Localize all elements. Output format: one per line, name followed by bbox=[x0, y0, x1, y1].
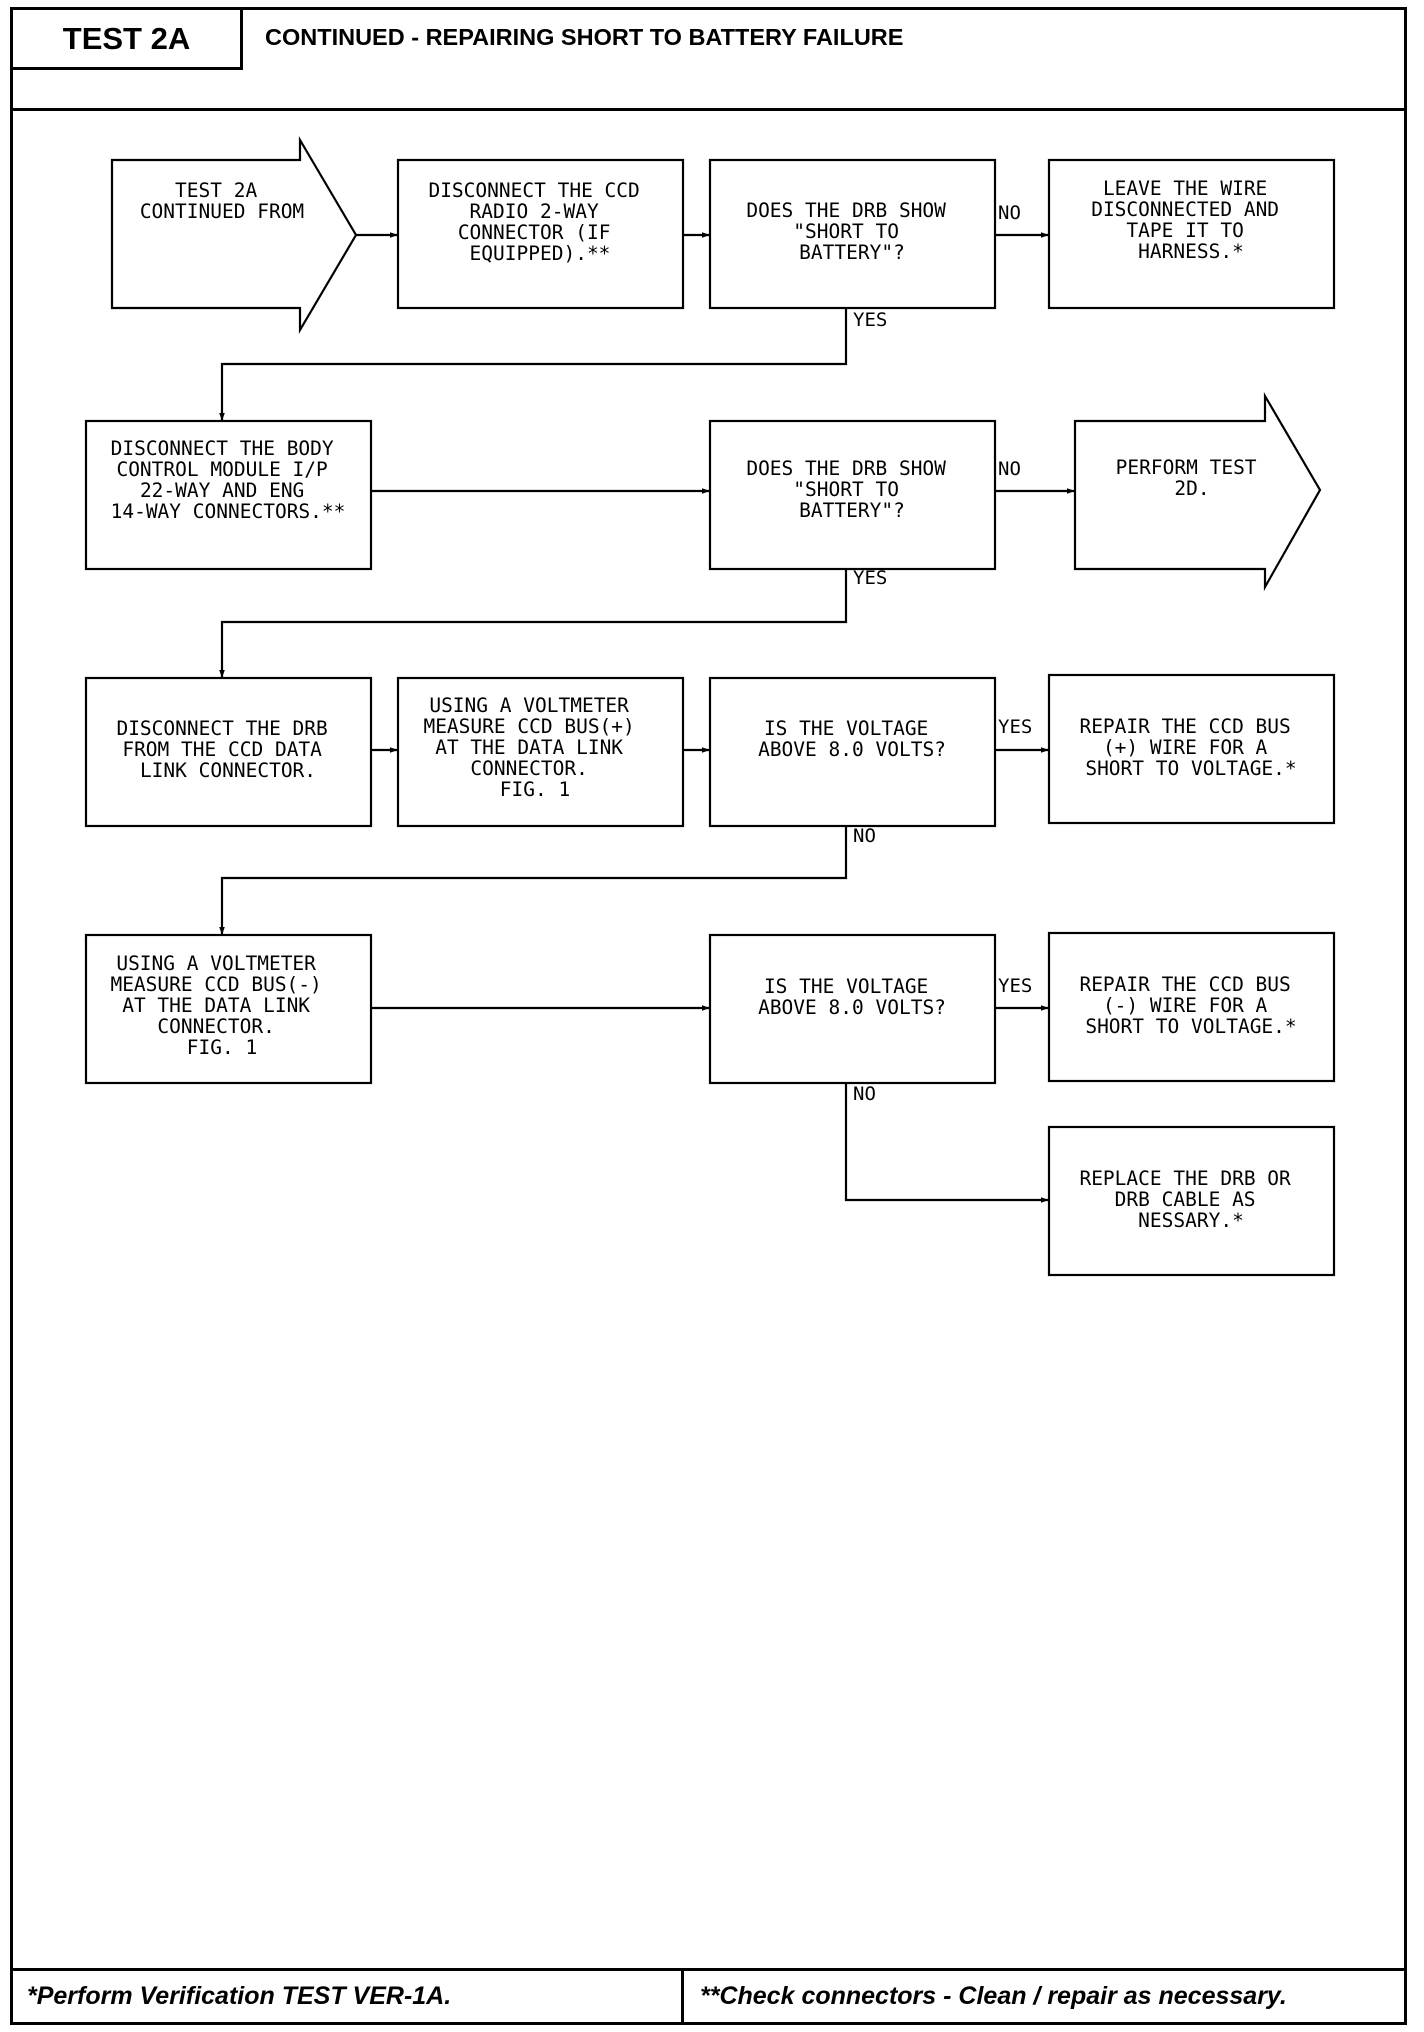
voltage2-yes-label: YES bbox=[998, 975, 1032, 997]
repair-plus-box bbox=[1047, 673, 1336, 825]
repair-minus-text: REPAIR THE CCD BUS (-) WIRE FOR A SHORT … bbox=[1079, 973, 1302, 1038]
drb-short-1-box bbox=[708, 158, 997, 310]
footer-verification-note: *Perform Verification TEST VER-1A. bbox=[13, 1971, 684, 2022]
drb-short-1-text: DOES THE DRB SHOW "SHORT TO BATTERY"? bbox=[746, 199, 957, 264]
disconnect-radio-text: DISCONNECT THE CCD RADIO 2-WAY CONNECTOR… bbox=[428, 179, 651, 265]
leave-wire-text: LEAVE THE WIRE DISCONNECTED AND TAPE IT … bbox=[1091, 177, 1291, 263]
arrow-voltage1-no bbox=[219, 826, 848, 935]
disconnect-drb-text: DISCONNECT THE DRB FROM THE CCD DATA LIN… bbox=[116, 717, 339, 782]
drb1-yes-label: YES bbox=[853, 309, 887, 331]
arrow-drb1-yes bbox=[219, 308, 848, 421]
disconnect-bcm-text: DISCONNECT THE BODY CONTROL MODULE I/P 2… bbox=[111, 437, 346, 523]
measure-minus-text: USING A VOLTMETER MEASURE CCD BUS(-) AT … bbox=[110, 952, 333, 1059]
arrow-drb2-yes bbox=[219, 569, 848, 678]
arrow-voltage2-no bbox=[844, 1083, 1049, 1203]
perform-2d-text: PERFORM TEST 2D. bbox=[1116, 456, 1269, 500]
replace-drb-text: REPLACE THE DRB OR DRB CABLE AS NESSARY.… bbox=[1079, 1167, 1302, 1232]
voltage2-no-label: NO bbox=[853, 1083, 876, 1105]
measure-plus-text: USING A VOLTMETER MEASURE CCD BUS(+) AT … bbox=[423, 694, 646, 801]
disconnect-drb-box bbox=[84, 676, 373, 828]
repair-plus-text: REPAIR THE CCD BUS (+) WIRE FOR A SHORT … bbox=[1079, 715, 1302, 780]
page-title: CONTINUED - REPAIRING SHORT TO BATTERY F… bbox=[265, 24, 904, 50]
measure-plus-box bbox=[396, 676, 685, 828]
voltage-2-text: IS THE VOLTAGE ABOVE 8.0 VOLTS? bbox=[758, 975, 946, 1019]
continued-from-text: TEST 2A CONTINUED FROM bbox=[140, 179, 304, 223]
drb2-yes-label: YES bbox=[853, 567, 887, 589]
voltage-1-box bbox=[708, 676, 997, 828]
footer-bar: *Perform Verification TEST VER-1A. **Che… bbox=[13, 1968, 1404, 2022]
page-frame: TEST 2A CONTINUED - REPAIRING SHORT TO B… bbox=[10, 7, 1407, 2025]
measure-minus-box bbox=[84, 933, 373, 1085]
leave-wire-box bbox=[1047, 158, 1336, 310]
disconnect-bcm-box bbox=[84, 419, 373, 571]
voltage-1-text: IS THE VOLTAGE ABOVE 8.0 VOLTS? bbox=[758, 717, 946, 761]
footer-connector-note: **Check connectors - Clean / repair as n… bbox=[700, 1982, 1287, 2010]
drb1-no-label: NO bbox=[998, 202, 1021, 224]
voltage1-yes-label: YES bbox=[998, 716, 1032, 738]
voltage1-no-label: NO bbox=[853, 825, 876, 847]
continued-from-arrow-shape bbox=[110, 135, 358, 335]
header-bar: TEST 2A CONTINUED - REPAIRING SHORT TO B… bbox=[13, 10, 1404, 111]
test-id: TEST 2A bbox=[13, 10, 243, 70]
replace-drb-box bbox=[1047, 1125, 1336, 1277]
drb-short-2-text: DOES THE DRB SHOW "SHORT TO BATTERY"? bbox=[746, 457, 957, 522]
perform-2d-arrow-shape bbox=[1073, 391, 1322, 592]
drb-short-2-box bbox=[708, 419, 997, 571]
drb2-no-label: NO bbox=[998, 458, 1021, 480]
